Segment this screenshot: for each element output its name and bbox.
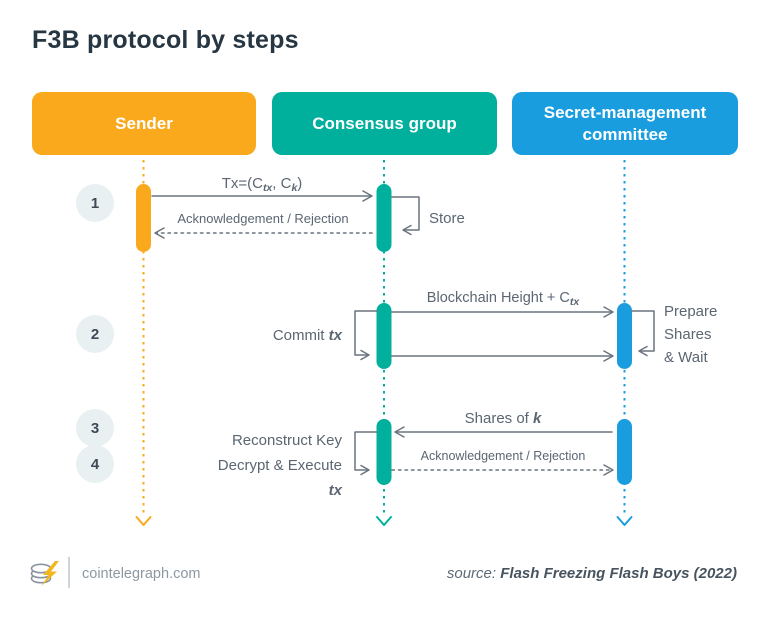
cointelegraph-logo-icon [30, 561, 59, 586]
activation-bar-consensus-step1 [376, 184, 392, 252]
self-loop-prepare-shares [631, 310, 655, 357]
page-title: F3B protocol by steps [32, 26, 299, 54]
step-number-1: 1 [90, 194, 100, 212]
shares-pre: Shares of [464, 410, 534, 427]
step-badge-1: 1 [76, 184, 114, 222]
label-tx-message: Tx=(Ctx, Ck) [152, 175, 372, 194]
tx-sub2: k [291, 182, 298, 194]
step-number-2: 2 [90, 325, 100, 343]
actor-box-consensus-group: Consensus group [272, 92, 497, 155]
arrow-ack1-dashed [154, 227, 373, 239]
reconstruct-line2: Decrypt & Execute tx [150, 453, 342, 503]
commit-pre: Commit [272, 327, 329, 344]
arrow-blockchain-height [391, 306, 614, 318]
tx-post: ) [297, 175, 303, 192]
blockchain-sub: tx [569, 296, 580, 308]
tx-mid: , C [272, 175, 292, 192]
arrow-tx-message [151, 190, 373, 202]
prepare-line2: Shares [664, 326, 712, 343]
actor-label-consensus-group: Consensus group [312, 113, 457, 133]
commit-em: tx [328, 327, 342, 344]
step-badge-4: 4 [76, 445, 114, 483]
label-ack1: Acknowledgement / Rejection [177, 211, 349, 226]
shares-em: k [533, 410, 542, 427]
step-badge-3: 3 [76, 409, 114, 447]
source-label: source: [446, 565, 497, 582]
actor-label-secret-management-committee: Secret-management committee [543, 103, 707, 144]
source-title: Flash Freezing Flash Boys (2022) [500, 565, 737, 582]
footer-site-text: cointelegraph.com [82, 566, 201, 582]
label-reconstruct-decrypt: Reconstruct Key Decrypt & Execute tx [150, 428, 342, 503]
actor-box-secret-management-committee: Secret-management committee [512, 92, 738, 155]
arrow-shares-of-k [394, 426, 613, 438]
label-store: Store [429, 210, 465, 227]
activation-bar-committee-step2 [617, 303, 632, 369]
label-ack2: Acknowledgement / Rejection [420, 449, 586, 463]
self-loop-store [391, 196, 420, 236]
label-shares-of-k: Shares of k [392, 410, 614, 427]
prepare-line3: & Wait [664, 349, 708, 366]
label-blockchain-height: Blockchain Height + Ctx [392, 290, 614, 308]
tx-pre: Tx=(C [221, 175, 263, 192]
label-commit-tx: Commit tx [230, 327, 342, 344]
actor-box-sender: Sender [32, 92, 256, 155]
label-prepare-shares-wait: Prepare Shares & Wait [664, 300, 717, 369]
reconstruct-line2-pre: Decrypt & Execute [217, 457, 342, 474]
activation-bar-consensus-step2 [376, 303, 392, 369]
reconstruct-line1: Reconstruct Key [231, 432, 342, 449]
self-loop-commit [354, 310, 378, 361]
actor-label-sender: Sender [115, 113, 173, 133]
lifeline-sender [135, 160, 152, 526]
arrow-ack2-dashed [391, 464, 614, 476]
arrow-step2-second [391, 350, 614, 362]
footer-divider [68, 557, 70, 588]
blockchain-pre: Blockchain Height + C [426, 290, 570, 306]
step-number-4: 4 [90, 455, 100, 473]
tx-sub1: tx [262, 182, 273, 194]
prepare-line1: Prepare [664, 303, 718, 320]
activation-bar-committee-step34 [617, 419, 632, 485]
self-loop-reconstruct [354, 431, 378, 476]
activation-bar-sender-step1 [136, 184, 151, 252]
footer-source: source: Flash Freezing Flash Boys (2022) [447, 565, 737, 582]
step-badge-2: 2 [76, 315, 114, 353]
reconstruct-line2-em: tx [328, 482, 342, 499]
activation-bar-consensus-step34 [376, 419, 392, 485]
step-number-3: 3 [90, 419, 100, 437]
